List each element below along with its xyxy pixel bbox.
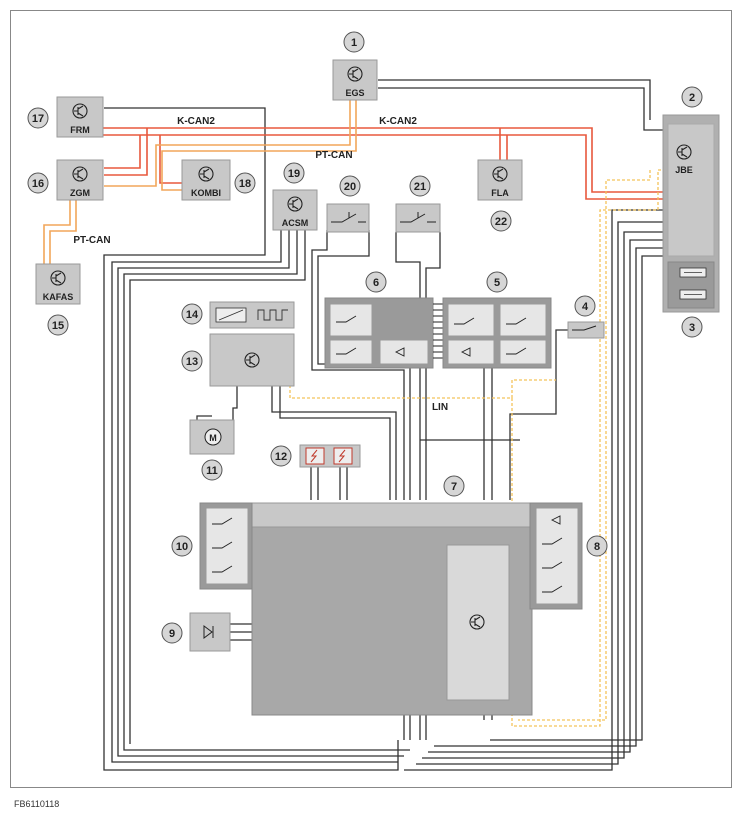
svg-text:3: 3 — [689, 322, 695, 334]
callout-14: 14 — [181, 303, 203, 325]
k-can2-label-right: K-CAN2 — [379, 116, 417, 127]
jbe-label: JBE — [675, 165, 693, 175]
acsm-module: ACSM — [272, 189, 318, 231]
frm-module: FRM — [56, 96, 104, 138]
callout-11: 11 — [201, 459, 223, 481]
svg-text:15: 15 — [52, 320, 64, 332]
svg-text:22: 22 — [495, 216, 507, 228]
zgm-module: ZGM — [56, 159, 104, 201]
fuses-12 — [299, 444, 361, 468]
callout-20: 20 — [339, 175, 361, 197]
lin-label: LIN — [432, 402, 448, 413]
callout-16: 16 — [27, 172, 49, 194]
svg-text:21: 21 — [414, 181, 426, 193]
callout-22: 22 — [490, 210, 512, 232]
svg-text:7: 7 — [451, 481, 457, 493]
svg-text:5: 5 — [494, 277, 500, 289]
unit-5 — [442, 297, 552, 369]
svg-text:17: 17 — [32, 113, 44, 125]
callout-1: 1 — [343, 31, 365, 53]
switch-20 — [326, 203, 370, 233]
callout-12: 12 — [270, 445, 292, 467]
fla-label: FLA — [491, 188, 509, 198]
svg-text:6: 6 — [373, 277, 379, 289]
k-can2-bus — [103, 127, 668, 200]
svg-text:8: 8 — [594, 541, 600, 553]
callout-2: 2 — [681, 86, 703, 108]
callout-markers: 1 2 3 4 5 6 7 8 9 10 11 12 13 14 15 16 1… — [27, 31, 703, 644]
jbe-module: JBE — [662, 114, 720, 313]
kafas-label: KAFAS — [43, 292, 74, 302]
lin-bus — [289, 169, 668, 727]
svg-text:4: 4 — [582, 301, 589, 313]
svg-text:2: 2 — [689, 92, 695, 104]
figure-id: FB6110118 — [14, 799, 60, 809]
callout-10: 10 — [171, 535, 193, 557]
motor-11: M — [189, 419, 235, 455]
motor-icon: M — [209, 433, 217, 443]
callout-21: 21 — [409, 175, 431, 197]
callout-13: 13 — [181, 350, 203, 372]
svg-text:11: 11 — [206, 465, 218, 477]
svg-text:10: 10 — [176, 541, 188, 553]
callout-6: 6 — [365, 271, 387, 293]
sensor-4 — [567, 321, 605, 339]
pt-can-bus — [43, 100, 357, 264]
svg-text:14: 14 — [186, 309, 199, 321]
callout-4: 4 — [574, 295, 596, 317]
callout-3: 3 — [681, 316, 703, 338]
callout-8: 8 — [586, 535, 608, 557]
svg-text:19: 19 — [288, 168, 300, 180]
egs-label: EGS — [345, 88, 364, 98]
callout-7: 7 — [443, 475, 465, 497]
switches-10 — [199, 502, 253, 590]
main-unit-7 — [251, 502, 533, 716]
unit-13 — [209, 333, 295, 387]
svg-text:16: 16 — [32, 178, 44, 190]
svg-text:20: 20 — [344, 181, 356, 193]
callout-17: 17 — [27, 107, 49, 129]
switch-21 — [395, 203, 441, 233]
svg-text:9: 9 — [169, 628, 175, 640]
callout-9: 9 — [161, 622, 183, 644]
unit-6 — [324, 297, 443, 369]
sensor-14 — [209, 301, 295, 329]
acsm-label: ACSM — [282, 218, 309, 228]
pt-can-label-top: PT-CAN — [315, 150, 352, 161]
fla-module: FLA — [477, 159, 523, 201]
diagram-frame — [10, 10, 732, 788]
kafas-module: KAFAS — [35, 263, 81, 305]
svg-text:18: 18 — [239, 178, 251, 190]
frm-label: FRM — [70, 125, 90, 135]
callout-5: 5 — [486, 271, 508, 293]
egs-module: EGS — [332, 59, 378, 101]
callout-15: 15 — [47, 314, 69, 336]
kombi-label: KOMBI — [191, 188, 221, 198]
k-can2-label-left: K-CAN2 — [177, 116, 215, 127]
kombi-module: KOMBI — [181, 159, 231, 201]
callout-18: 18 — [234, 172, 256, 194]
zgm-label: ZGM — [70, 188, 90, 198]
led-9 — [189, 612, 231, 652]
svg-text:1: 1 — [351, 37, 357, 49]
callout-19: 19 — [283, 162, 305, 184]
svg-text:13: 13 — [186, 356, 198, 368]
svg-text:12: 12 — [275, 451, 287, 463]
pt-can-label-left: PT-CAN — [73, 235, 110, 246]
switches-8 — [529, 502, 583, 610]
